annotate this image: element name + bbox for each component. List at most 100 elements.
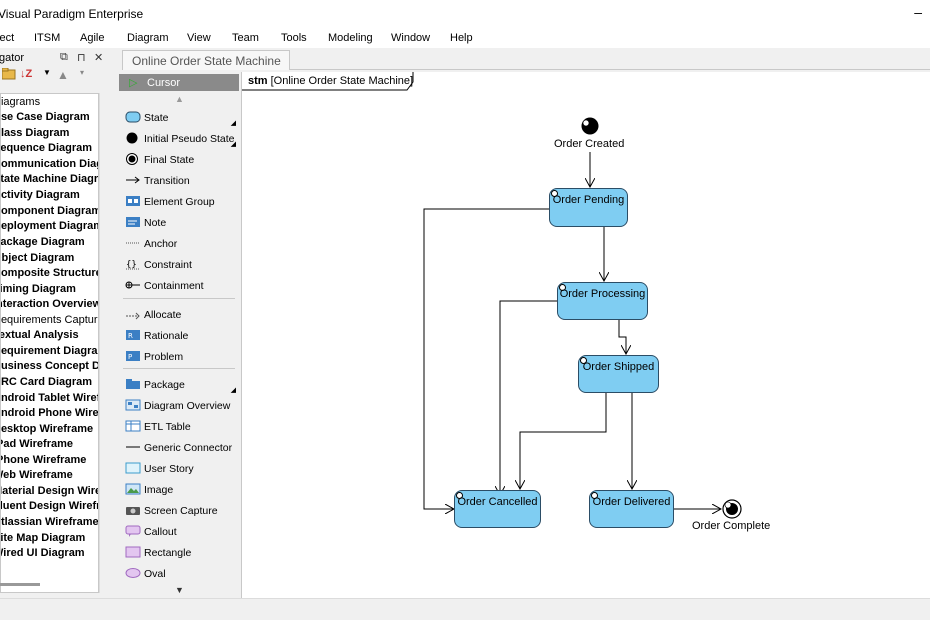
tree-item[interactable]: CRC Card Diagram <box>0 376 93 388</box>
palette-item-final-state[interactable]: Final State <box>123 152 241 168</box>
tree-item[interactable]: Android Phone Wireframe <box>0 407 99 419</box>
palette-item-initial-pseudo-state[interactable]: Initial Pseudo State <box>123 131 241 147</box>
state-more-icon[interactable]: ◢ <box>230 120 236 127</box>
tree-item[interactable]: Timing Diagram <box>0 283 76 295</box>
palette-item-etl-table[interactable]: ETL Table <box>123 419 241 435</box>
palette-label: Note <box>144 217 167 229</box>
state-order-delivered[interactable]: Order Delivered <box>589 490 674 528</box>
palette-item-screen-capture[interactable]: Screen Capture <box>123 503 241 519</box>
palette-label: Allocate <box>144 309 182 321</box>
scroll-up-icon[interactable]: ▲ <box>175 94 184 104</box>
menu-diagram[interactable]: Diagram <box>127 32 169 44</box>
tree-item[interactable]: iPad Wireframe <box>0 438 73 450</box>
palette-item-user-story[interactable]: User Story <box>123 461 241 477</box>
diagram-canvas[interactable]: stm [Online Order State Machine] <box>241 72 930 598</box>
palette-item-transition[interactable]: Transition <box>123 173 241 189</box>
home-dropdown-icon[interactable]: ▾ <box>80 68 85 77</box>
palette-item-diagram-overview[interactable]: Diagram Overview <box>123 398 241 414</box>
tree-item[interactable]: iPhone Wireframe <box>0 454 87 466</box>
palette-item-containment[interactable]: Containment <box>123 278 241 294</box>
tree-item[interactable]: Composite Structure Diagram <box>0 267 99 279</box>
palette-item-constraint[interactable]: {} Constraint <box>123 257 241 273</box>
diagram-frame-header[interactable]: stm [Online Order State Machine] <box>242 72 414 91</box>
tree-item[interactable]: Object Diagram <box>0 252 75 264</box>
transition-pending-to-cancelled[interactable] <box>423 208 549 509</box>
tree-item[interactable]: Business Concept Diagram <box>0 360 98 372</box>
palette-item-allocate[interactable]: Allocate <box>123 307 241 323</box>
tree-item[interactable]: Sequence Diagram <box>0 142 93 154</box>
tree-item[interactable]: Web Wireframe <box>0 469 73 481</box>
tree-item[interactable]: Requirement Diagram <box>0 345 98 357</box>
float-panel-icon[interactable]: ⧉ <box>60 51 68 63</box>
palette-item-oval[interactable]: Oval <box>123 566 241 582</box>
tab-online-order-state-machine[interactable]: Online Order State Machine <box>122 50 290 70</box>
pin-panel-icon[interactable]: ⊓ <box>77 52 86 64</box>
state-order-processing[interactable]: Order Processing <box>557 282 648 320</box>
home-icon[interactable]: ▲ <box>57 68 69 82</box>
cursor-label: Cursor <box>147 77 181 89</box>
menu-tools[interactable]: Tools <box>281 32 307 44</box>
palette-item-callout[interactable]: Callout <box>123 524 241 540</box>
palette-item-rectangle[interactable]: Rectangle <box>123 545 241 561</box>
tree-item[interactable]: Activity Diagram <box>0 189 80 201</box>
tree-item[interactable]: State Machine Diagram <box>0 173 99 185</box>
palette-item-problem[interactable]: P Problem <box>123 349 241 365</box>
tree-item[interactable]: Desktop Wireframe <box>0 423 94 435</box>
minimize-button[interactable]: – <box>914 4 922 20</box>
initial-more-icon[interactable]: ◢ <box>230 141 236 148</box>
tree-item[interactable]: Use Case Diagram <box>0 111 90 123</box>
navigator-scrollbar[interactable] <box>99 93 111 593</box>
transition-processing-to-cancelled[interactable] <box>500 300 557 495</box>
element-group-icon <box>126 196 140 206</box>
menu-agile[interactable]: Agile <box>80 32 105 44</box>
tree-item[interactable]: Android Tablet Wireframe <box>0 392 98 404</box>
state-order-pending[interactable]: Order Pending <box>549 188 628 227</box>
palette-item-package[interactable]: Package <box>123 377 241 393</box>
scroll-down-icon[interactable]: ▼ <box>175 585 184 595</box>
palette-item-generic-connector[interactable]: Generic Connector <box>123 440 241 456</box>
tree-item[interactable]: Class Diagram <box>0 127 70 139</box>
menu-help[interactable]: Help <box>450 32 473 44</box>
palette-item-state[interactable]: State <box>123 110 241 126</box>
tree-item[interactable]: Package Diagram <box>0 236 85 248</box>
palette-item-image[interactable]: Image <box>123 482 241 498</box>
navigator-horizontal-scrollbar[interactable] <box>0 583 40 586</box>
tree-item[interactable]: Fluent Design Wireframe <box>0 500 98 512</box>
tree-item[interactable]: Deployment Diagram <box>0 220 99 232</box>
tree-item[interactable]: Interaction Overview Diagram <box>1 298 99 310</box>
tree-group-requirements[interactable]: Requirements Capturing <box>0 314 98 326</box>
package-more-icon[interactable]: ◢ <box>230 387 236 394</box>
sort-dropdown-icon[interactable]: ▼ <box>43 68 51 77</box>
tree-group-diagrams[interactable]: Diagrams <box>0 96 41 108</box>
state-order-cancelled[interactable]: Order Cancelled <box>454 490 541 528</box>
state-order-shipped[interactable]: Order Shipped <box>578 355 659 393</box>
tree-item[interactable]: Atlassian Wireframe <box>0 516 99 528</box>
open-folder-icon[interactable] <box>1 67 16 83</box>
tree-item[interactable]: Wired UI Diagram <box>0 547 85 559</box>
sort-icon[interactable]: ↓Z <box>20 68 33 80</box>
menu-itsm[interactable]: ITSM <box>34 32 61 44</box>
transition-shipped-to-cancelled[interactable] <box>520 393 607 489</box>
tree-item[interactable]: Textual Analysis <box>0 329 79 341</box>
menu-modeling[interactable]: Modeling <box>328 32 373 44</box>
final-state-icon <box>126 153 138 165</box>
close-panel-icon[interactable]: ✕ <box>94 52 104 64</box>
cursor-tool[interactable]: ▷ Cursor <box>119 74 239 91</box>
palette-item-element-group[interactable]: Element Group <box>123 194 241 210</box>
palette-label: Constraint <box>144 259 192 271</box>
tree-item[interactable]: Site Map Diagram <box>0 532 86 544</box>
palette-item-note[interactable]: Note <box>123 215 241 231</box>
svg-text:R: R <box>128 332 133 340</box>
tree-item[interactable]: Communication Diagram <box>0 158 98 170</box>
tree-item[interactable]: Component Diagram <box>0 205 99 217</box>
transition-processing-to-shipped[interactable] <box>618 319 626 354</box>
menu-team[interactable]: Team <box>232 32 259 44</box>
menu-view[interactable]: View <box>187 32 211 44</box>
final-state[interactable] <box>722 499 742 519</box>
menu-window[interactable]: Window <box>391 32 431 44</box>
initial-pseudo-state[interactable] <box>581 117 599 135</box>
palette-item-rationale[interactable]: R Rationale <box>123 328 241 344</box>
tree-item[interactable]: Material Design Wireframe <box>1 485 99 497</box>
palette-item-anchor[interactable]: Anchor <box>123 236 241 252</box>
menu-project[interactable]: Project <box>0 32 15 44</box>
